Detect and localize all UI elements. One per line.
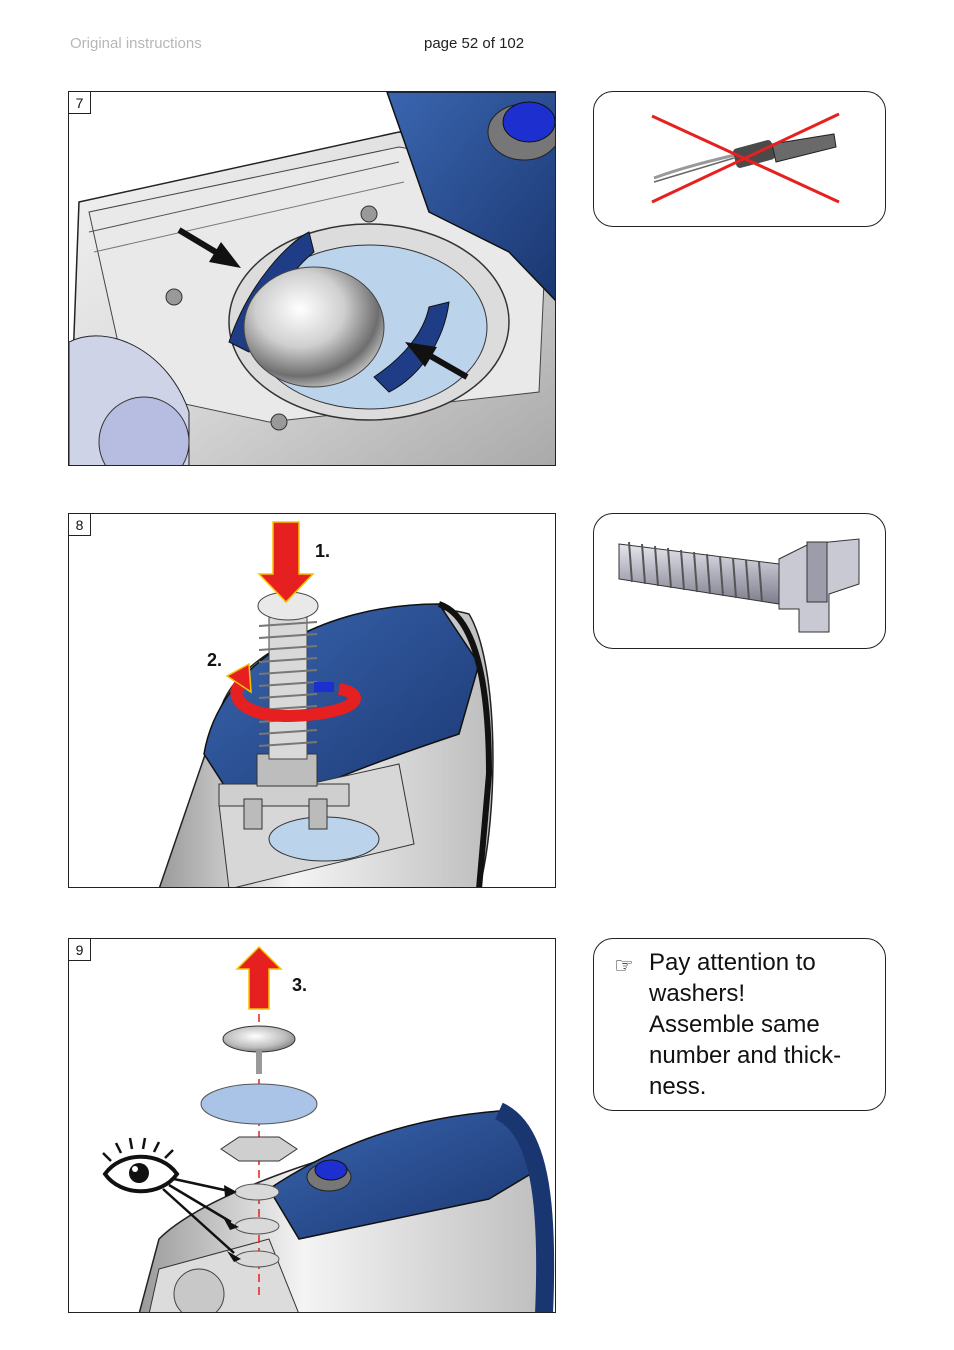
- figure-8-illustration: [158, 521, 494, 887]
- document-source-label: Original instructions: [70, 35, 202, 52]
- step-label-3: 3.: [292, 975, 308, 995]
- note-line-5: ness.: [649, 1073, 707, 1100]
- up-arrow-icon: [235, 945, 283, 1010]
- figure-7-illustration: [69, 92, 555, 465]
- step-number-9: 9: [69, 939, 91, 961]
- plug-tool-icon: [618, 538, 860, 633]
- note-line-2: washers!: [649, 980, 746, 1007]
- page-number: page 52 of 102: [424, 35, 525, 52]
- washers-note-callout: ☞ Pay attention to washers! Assemble sam…: [593, 938, 886, 1111]
- plug-tool: [218, 591, 350, 830]
- figure-7-panel: 7: [68, 91, 556, 466]
- figure-9-panel: 9 3.: [68, 938, 556, 1313]
- figure-8-panel: 8 1. 2.: [68, 513, 556, 888]
- step-label-1: 1.: [315, 541, 331, 561]
- step-number-8: 8: [69, 514, 91, 536]
- note-line-1: Pay attention to: [649, 949, 816, 976]
- plug-tool-callout: [593, 513, 886, 649]
- eye-icon: [102, 1137, 180, 1194]
- crossed-out-tool-icon: [651, 112, 840, 204]
- figure-9-illustration: [102, 945, 555, 1312]
- rotate-arrow-icon: [230, 679, 361, 723]
- pointing-hand-icon: ☞: [614, 953, 634, 978]
- step-label-2: 2.: [207, 650, 223, 670]
- note-line-3: Assemble same: [649, 1011, 820, 1038]
- note-line-4: number and thick-: [649, 1042, 842, 1069]
- step-number-7: 7: [69, 92, 91, 114]
- washers-note-text: Pay attention to washers! Assemble same …: [649, 947, 879, 1102]
- wrong-tool-callout: [593, 91, 886, 227]
- down-arrow-icon: [257, 521, 315, 604]
